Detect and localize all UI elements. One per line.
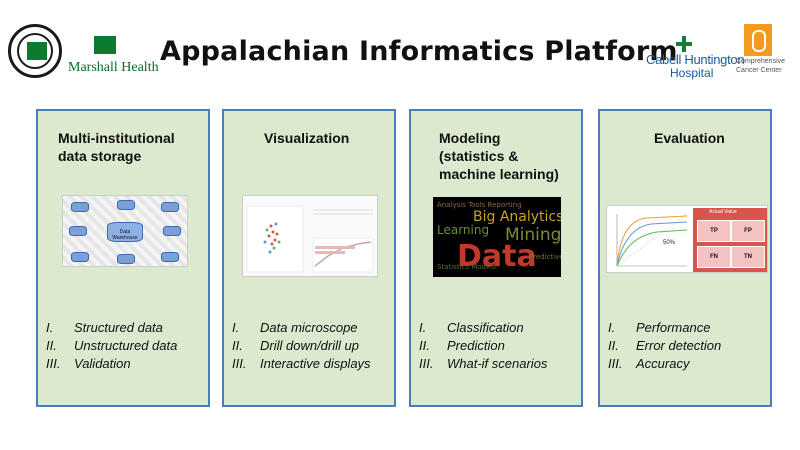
- list-item: I.Performance: [608, 320, 711, 335]
- cabell-logo-line1: Cabell Huntington: [646, 52, 745, 67]
- roc-label: 50%: [663, 240, 676, 246]
- roc-confusion-matrix-image: 50% Actual Value TP FP FN TN: [606, 205, 768, 273]
- data-storage-diagram-image: Data Warehouse: [62, 195, 188, 267]
- list-item: II.Drill down/drill up: [232, 338, 359, 353]
- edwards-cancer-center-logo: Comprehensive Cancer Center: [736, 24, 785, 80]
- cabell-logo-line2: Hospital: [670, 66, 714, 80]
- card-title: Modeling (statistics & machine learning): [439, 130, 559, 182]
- card-evaluation: Evaluation 50% Actual Value TP FP FN TN …: [598, 109, 772, 407]
- marshall-health-logo-text: Marshall Health: [68, 60, 159, 75]
- edwards-logo-line1: Comprehensive: [736, 58, 786, 65]
- card-title: Visualization: [264, 130, 350, 146]
- list-item: II.Prediction: [419, 338, 505, 353]
- list-item: III.Validation: [46, 356, 131, 371]
- data-warehouse-cylinder: Data Warehouse: [107, 222, 143, 242]
- list-item: III.Interactive displays: [232, 356, 371, 371]
- cabell-huntington-hospital-logo: Cabell Huntington Hospital: [646, 34, 745, 80]
- card-list: I.Classification II.Prediction III.What-…: [419, 319, 579, 373]
- list-item: II.Unstructured data: [46, 338, 178, 353]
- wordcloud-image: Analysis Tools Reporting Big Analytics L…: [433, 197, 561, 277]
- header: Marshall Health Appalachian Informatics …: [0, 0, 800, 100]
- list-item: I.Structured data: [46, 320, 163, 335]
- list-item: III.What-if scenarios: [419, 356, 548, 371]
- cross-icon: [676, 36, 692, 52]
- visualization-dashboard-image: [242, 195, 378, 277]
- edwards-logo-line2: Cancer Center: [736, 67, 782, 74]
- marshall-university-seal-logo: [8, 24, 62, 78]
- list-item: II.Error detection: [608, 338, 722, 353]
- card-title: Multi-institutional data storage: [58, 130, 175, 164]
- card-title: Evaluation: [654, 130, 725, 146]
- list-item: III.Accuracy: [608, 356, 690, 371]
- card-list: I.Data microscope II.Drill down/drill up…: [232, 319, 392, 373]
- list-item: I.Classification: [419, 320, 524, 335]
- marshall-health-logo: Marshall Health: [68, 32, 159, 78]
- card-data-storage: Multi-institutional data storage Data Wa…: [36, 109, 210, 407]
- card-list: I.Performance II.Error detection III.Acc…: [608, 319, 768, 373]
- card-visualization: Visualization I.Data microscope II.Drill…: [222, 109, 396, 407]
- card-modeling: Modeling (statistics & machine learning)…: [409, 109, 583, 407]
- page-title: Appalachian Informatics Platform: [160, 36, 678, 67]
- list-item: I.Data microscope: [232, 320, 358, 335]
- confusion-matrix: Actual Value TP FP FN TN: [693, 208, 767, 272]
- card-list: I.Structured data II.Unstructured data I…: [46, 319, 206, 373]
